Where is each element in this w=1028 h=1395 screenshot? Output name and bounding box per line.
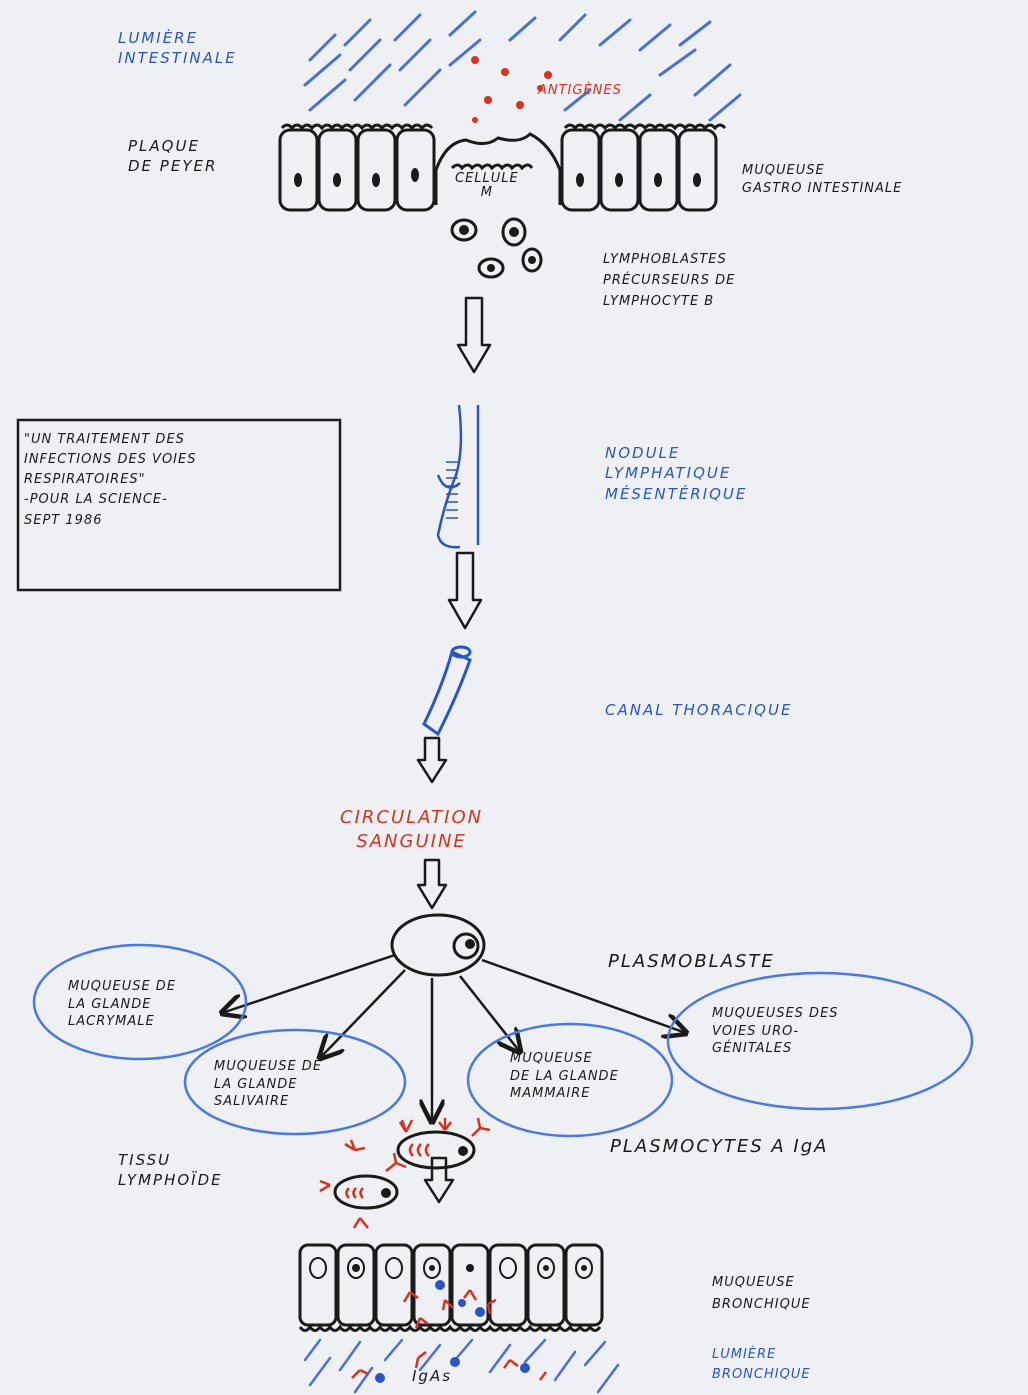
thoracic-duct-label: CANAL THORACIQUE (605, 701, 793, 719)
m-cell-label: CELLULE M (455, 171, 519, 201)
gland-ellipses (32, 943, 974, 1138)
lymph-node-sketch (436, 404, 480, 549)
intestinal-lumen-label: LUMIÈRE INTESTINALE (118, 29, 237, 68)
flow-arrows (416, 296, 492, 1204)
bronchial-iga (402, 1289, 497, 1329)
iga-plasmocytes (333, 1130, 476, 1210)
plasmocytes-label: PLASMOCYTES A IgA (610, 1136, 829, 1157)
mammary-gland-label: MUQUEUSE DE LA GLANDE MAMMAIRE (510, 1051, 619, 1102)
citation-text: "UN TRAITEMENT DES INFECTIONS DES VOIES … (24, 432, 197, 528)
distribution-arrows (222, 953, 686, 1122)
antigens-label: ANTIGÈNES (538, 83, 622, 98)
peyer-patch-label: PLAQUE DE PEYER (128, 137, 218, 176)
bronchial-lumen-label: LUMIÈRE BRONCHIQUE (712, 1347, 811, 1383)
peyer-epithelium (278, 123, 727, 212)
peyer-cell-nuclei (294, 168, 701, 187)
plasmoblast-label: PLASMOBLASTE (608, 951, 775, 972)
urogenital-label: MUQUEUSES DES VOIES URO- GÉNITALES (712, 1006, 839, 1057)
lymphoblasts (450, 217, 543, 279)
lacrimal-gland-label: MUQUEUSE DE LA GLANDE LACRYMALE (68, 979, 177, 1030)
salivary-gland-label: MUQUEUSE DE LA GLANDE SALIVAIRE (214, 1059, 323, 1110)
lymph-node-label: NODULE LYMPHATIQUE MÉSENTÉRIQUE (605, 444, 748, 503)
citation-box (16, 418, 342, 592)
lymphoblasts-label: LYMPHOBLASTES PRÉCURSEURS DE LYMPHOCYTE … (603, 252, 736, 309)
iga-antibodies (319, 1117, 491, 1229)
plasmoblast-cell (390, 913, 486, 977)
bronchial-lumen-hatching (303, 1338, 620, 1394)
thoracic-duct-sketch (422, 645, 472, 737)
gi-mucosa-label: MUQUEUSE GASTRO INTESTINALE (742, 163, 903, 196)
blood-circulation-label: CIRCULATION SANGUINE (340, 807, 484, 853)
bronchial-epithelium (298, 1243, 604, 1332)
antigen-dots (471, 56, 552, 123)
intestinal-lumen-hatching (303, 10, 742, 122)
bronchial-mucosa-label: MUQUEUSE BRONCHIQUE (712, 1275, 811, 1313)
iga-secretory-label: IgAs (412, 1367, 453, 1385)
bronchial-cell-nuclei (309, 1257, 593, 1279)
lymphoid-tissue-label: TISSU LYMPHOÏDE (118, 1151, 223, 1190)
